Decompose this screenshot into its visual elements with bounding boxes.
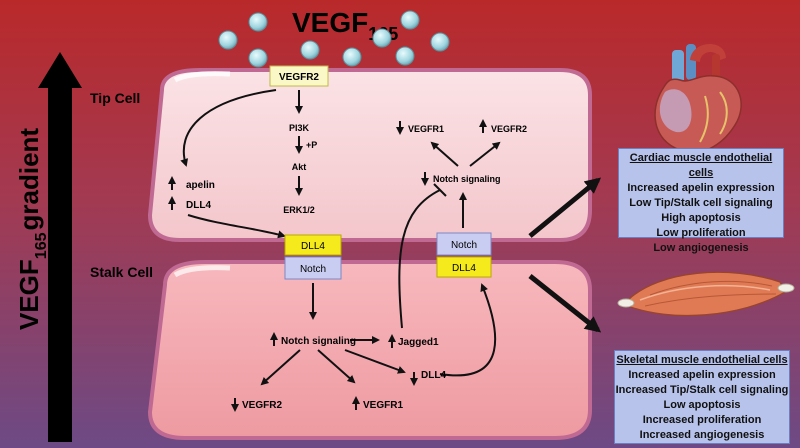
vegf-ball xyxy=(218,30,238,50)
inhibition-bar xyxy=(433,183,447,197)
vegf-ball xyxy=(400,10,420,30)
skeletal-outcomes-box: Skeletal muscle endothelial cells Increa… xyxy=(614,350,790,444)
tip-vegfr1-label: VEGFR1 xyxy=(408,124,444,134)
arrow-dll4-to-junction xyxy=(187,214,286,239)
stalk-vegfr2-label: VEGFR2 xyxy=(242,400,282,411)
gradient-arrow-shaft xyxy=(48,80,72,442)
muscle-illustration xyxy=(617,271,795,317)
stalk-notch-signaling-label: Notch signaling xyxy=(281,336,356,347)
skeletal-line: Increased apelin expression xyxy=(628,369,776,381)
junction-notch-right-label: Notch xyxy=(451,240,477,251)
tip-apelin-label: apelin xyxy=(186,180,215,191)
pi3k-label: PI3K xyxy=(289,123,310,133)
stalk-dll4-label: DLL4 xyxy=(421,370,446,381)
vegf-ball xyxy=(430,32,450,52)
cardiac-box-heading: Cardiac muscle endothelial cells xyxy=(629,152,773,179)
vegfr2-receptor xyxy=(269,65,329,87)
skeletal-line: Low apoptosis xyxy=(663,399,741,411)
skeletal-line: Increased angiogenesis xyxy=(639,429,765,441)
cardiac-outcomes-box: Cardiac muscle endothelial cells Increas… xyxy=(618,148,784,254)
arrow-notch-to-vegfr2 xyxy=(469,141,501,167)
stalk-cell-highlight xyxy=(173,265,231,278)
skeletal-line: Increased proliferation xyxy=(642,414,762,426)
junction-dll4-right-label: DLL4 xyxy=(452,263,476,274)
tip-vegfr2-label: VEGFR2 xyxy=(491,124,527,134)
heart-illustration xyxy=(654,43,742,154)
vegfr2-receptor-label: VEGFR2 xyxy=(279,72,319,83)
arrow-to-stalk-dll4 xyxy=(344,349,406,374)
vegf-ball xyxy=(248,12,268,32)
arrow-stalk-dll4-to-junction xyxy=(439,283,497,377)
tip-cell-label: Tip Cell xyxy=(90,90,140,106)
cardiac-line: Increased apelin expression xyxy=(627,182,775,194)
arrow-notch-to-vegfr1 xyxy=(430,141,459,167)
vegf-ball xyxy=(372,28,392,48)
stalk-cell xyxy=(147,260,592,440)
jagged1-inhibition-line xyxy=(398,189,441,329)
cardiac-line: Low Tip/Stalk cell signaling xyxy=(629,197,773,209)
arrow-vegfr2-to-apelin xyxy=(180,89,277,167)
gradient-arrow-head xyxy=(38,52,82,88)
tip-notch-signaling-label: Notch signaling xyxy=(433,174,501,184)
tip-dll4-label: DLL4 xyxy=(186,200,211,211)
vegf-ball xyxy=(395,46,415,66)
cardiac-line: Low proliferation xyxy=(656,227,746,239)
akt-label: Akt xyxy=(292,162,307,172)
phospho-label: +P xyxy=(306,140,317,150)
junction-notch-left-label: Notch xyxy=(300,264,326,275)
arrow-to-vegfr1 xyxy=(317,349,356,384)
cardiac-line: Low angiogenesis xyxy=(653,242,749,254)
junction-notch-left xyxy=(284,256,342,280)
stalk-jagged1-label: Jagged1 xyxy=(398,337,439,348)
gradient-label: VEGF165gradient xyxy=(14,128,50,330)
junction-dll4-left xyxy=(284,234,342,256)
vegf-ball xyxy=(342,47,362,67)
vegf-ball xyxy=(248,48,268,68)
tip-cell xyxy=(147,68,592,242)
junction-notch-right xyxy=(436,232,492,256)
tip-cell-highlight xyxy=(173,71,231,83)
arrow-to-vegfr2 xyxy=(260,349,301,386)
arrow-to-cardiac xyxy=(528,177,602,238)
vegf-ligands xyxy=(218,10,450,68)
stalk-vegfr1-label: VEGFR1 xyxy=(363,400,403,411)
skeletal-line: Increased Tip/Stalk cell signaling xyxy=(615,384,789,396)
junction-dll4-left-label: DLL4 xyxy=(301,241,325,252)
arrow-to-skeletal xyxy=(528,274,602,333)
skeletal-box-heading: Skeletal muscle endothelial cells xyxy=(616,354,788,366)
erk-label: ERK1/2 xyxy=(283,205,315,215)
stalk-cell-label: Stalk Cell xyxy=(90,264,153,280)
vegf-ball xyxy=(300,40,320,60)
cardiac-line: High apoptosis xyxy=(661,212,741,224)
junction-dll4-right xyxy=(436,256,492,278)
